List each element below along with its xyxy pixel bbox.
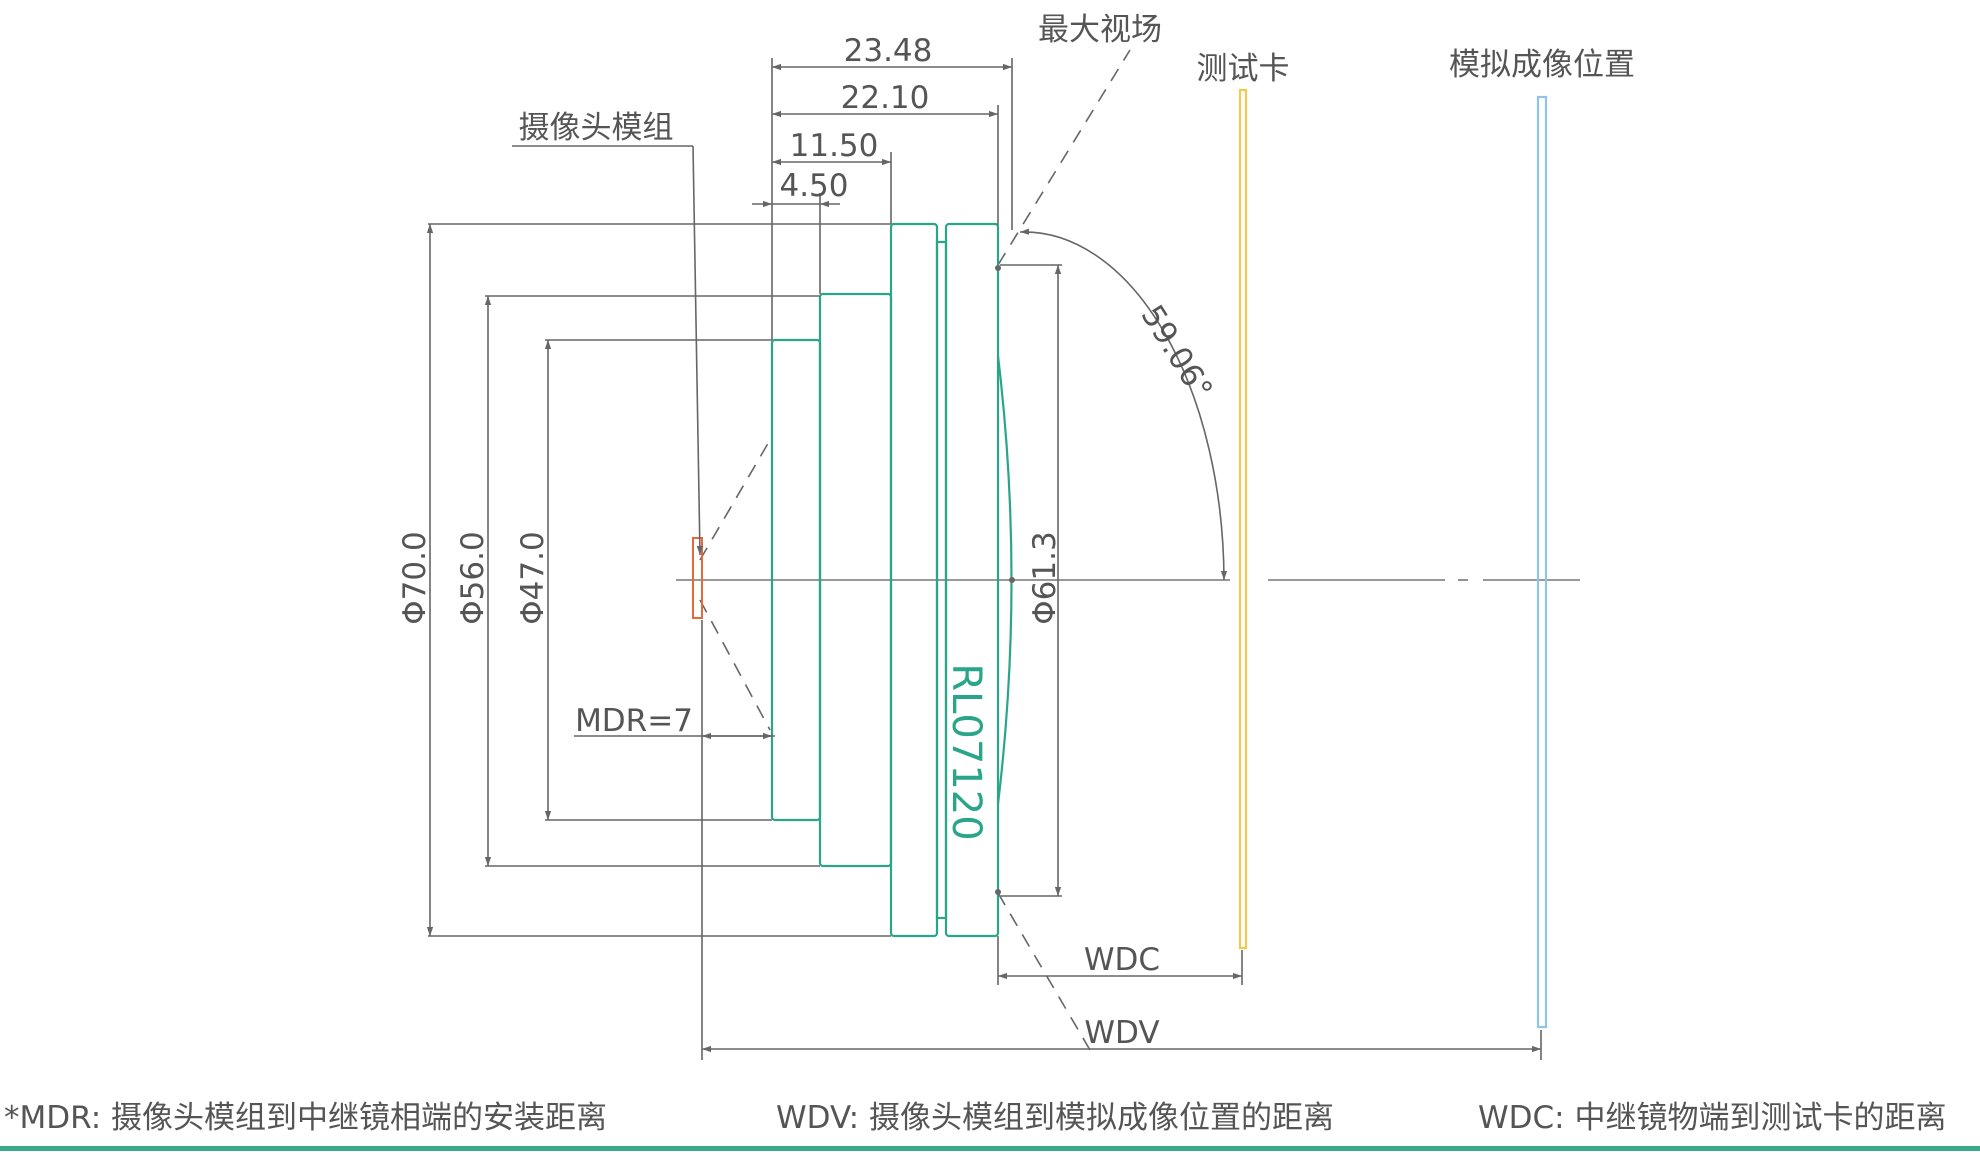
- dim-11-50: 11.50: [790, 128, 879, 164]
- dim-phi-47: Φ47.0: [515, 531, 551, 624]
- label-test-card: 测试卡: [1197, 51, 1290, 87]
- footnote-wdv: WDV: 摄像头模组到模拟成像位置的距离: [776, 1100, 1334, 1136]
- camera-sensor: [692, 537, 703, 619]
- dim-phi-61: Φ61.3: [1027, 531, 1063, 624]
- test-card-plate: [1238, 88, 1248, 950]
- dim-4-50: 4.50: [779, 168, 848, 204]
- dim-phi-56: Φ56.0: [455, 531, 491, 624]
- horizontal-dimensions: [574, 63, 1541, 1053]
- dim-22-10: 22.10: [841, 80, 930, 116]
- footer-rule: [0, 1146, 1980, 1151]
- dim-mdr: MDR=7: [575, 703, 693, 739]
- model-label: RL07120: [943, 663, 989, 840]
- fov-angle-arc: [1019, 228, 1228, 581]
- simulated-image-plane: [1536, 95, 1548, 1029]
- footnote-wdc: WDC: 中继镜物端到测试卡的距离: [1478, 1100, 1947, 1136]
- footnote-mdr: *MDR: 摄像头模组到中继镜相端的安装距离: [4, 1100, 607, 1136]
- dim-23-48: 23.48: [844, 33, 933, 69]
- point-markers: [995, 265, 1015, 895]
- label-sim-image: 模拟成像位置: [1449, 47, 1635, 83]
- lens-drawing: RL07120: [397, 12, 1635, 1060]
- leader-lines: [512, 145, 703, 556]
- dim-angle: 59.06°: [1134, 299, 1220, 406]
- label-camera-module: 摄像头模组: [519, 110, 674, 146]
- vertical-dimensions: [426, 224, 1062, 936]
- dim-wdc: WDC: [1084, 942, 1160, 978]
- dim-phi-70: Φ70.0: [397, 531, 433, 624]
- label-max-fov: 最大视场: [1038, 12, 1162, 48]
- dim-wdv: WDV: [1084, 1015, 1159, 1051]
- extension-lines: [428, 58, 1542, 1060]
- field-of-view-rays: [699, 49, 1131, 1051]
